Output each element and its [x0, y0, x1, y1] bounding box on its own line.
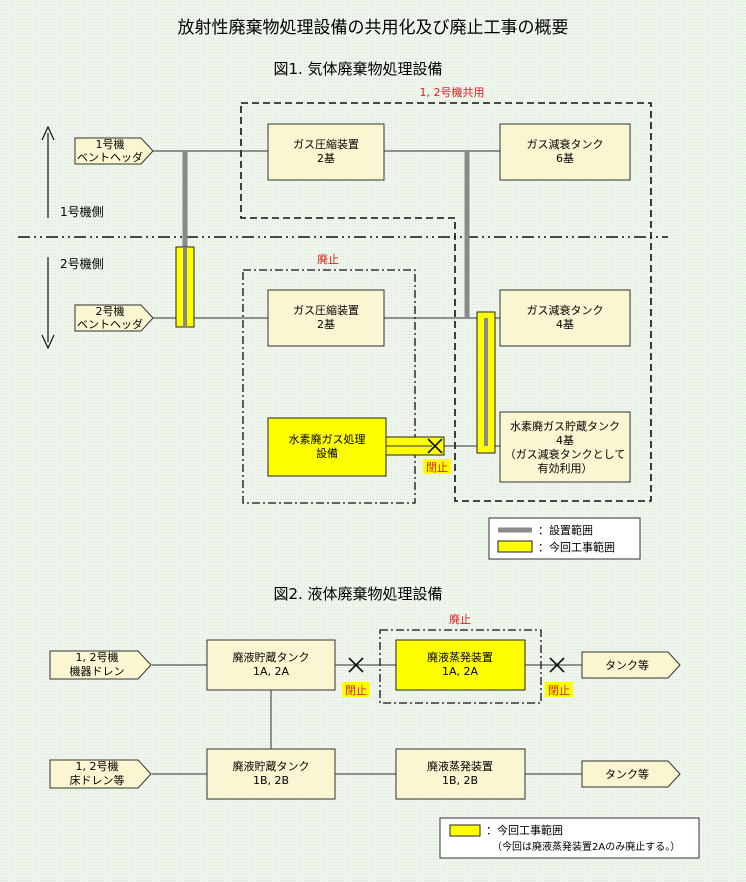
- svg-text:有効利用）: 有効利用）: [538, 461, 593, 475]
- waste-tank-a: 廃液貯蔵タンク 1A, 2A: [206, 639, 336, 691]
- gas-decay-tank-6: ガス減衰タンク 6基: [499, 123, 631, 181]
- shared-region-outline: [240, 102, 652, 502]
- closure-mark-icon: [348, 657, 364, 673]
- svg-text:水素廃ガス貯蔵タンク: 水素廃ガス貯蔵タンク: [510, 419, 620, 433]
- closure-label-bg: [342, 682, 370, 697]
- svg-text:2基: 2基: [317, 152, 335, 165]
- abolished-region-outline: [242, 269, 416, 504]
- svg-text:廃液貯蔵タンク: 廃液貯蔵タンク: [233, 650, 310, 664]
- svg-text:1, 2号機: 1, 2号機: [76, 650, 119, 664]
- unit2-side-label: 2号機側: [60, 256, 104, 271]
- page-title: 放射性廃棄物処理設備の共用化及び廃止工事の概要: [178, 18, 569, 38]
- h2-gas-storage-tank: 水素廃ガス貯蔵タンク 4基 （ガス減衰タンクとして 有効利用）: [499, 411, 631, 483]
- svg-text:6基: 6基: [556, 152, 574, 165]
- svg-text:：今回工事範囲: ：今回工事範囲: [486, 823, 563, 837]
- svg-text:1B, 2B: 1B, 2B: [442, 774, 478, 787]
- shared-label: 1, 2号機共用: [420, 85, 485, 99]
- evaporator-a: 廃液蒸発装置 1A, 2A: [395, 639, 526, 691]
- gas-compressor-shared: ガス圧縮装置 2基: [267, 123, 385, 181]
- svg-text:機器ドレン: 機器ドレン: [70, 664, 125, 678]
- abolished-label-fig2: 廃止: [449, 612, 471, 626]
- work-legend-swatch: [449, 824, 481, 837]
- svg-text:タンク等: タンク等: [605, 767, 649, 781]
- svg-text:：設置範囲: ：設置範囲: [538, 523, 593, 537]
- closure-label-left: 閉止: [345, 684, 367, 697]
- svg-text:廃液蒸発装置: 廃液蒸発装置: [427, 759, 493, 773]
- svg-text:廃液蒸発装置: 廃液蒸発装置: [427, 650, 493, 664]
- svg-text:4基: 4基: [556, 434, 574, 447]
- svg-text:（今回は廃液蒸発装置2Aのみ廃止する。）: （今回は廃液蒸発装置2Aのみ廃止する。）: [492, 840, 680, 853]
- svg-text:：今回工事範囲: ：今回工事範囲: [538, 540, 615, 554]
- fig2-legend: ：今回工事範囲 （今回は廃液蒸発装置2Aのみ廃止する。）: [439, 817, 700, 859]
- waste-tank-b: 廃液貯蔵タンク 1B, 2B: [206, 748, 336, 800]
- svg-text:2号機: 2号機: [96, 304, 125, 318]
- closure-mark-icon: [549, 657, 565, 673]
- fig2-title: 図2. 液体廃棄物処理設備: [273, 585, 442, 603]
- svg-text:1A, 2A: 1A, 2A: [442, 665, 479, 678]
- up-arrow-icon: [41, 125, 55, 141]
- svg-text:（ガス減衰タンクとして: （ガス減衰タンクとして: [505, 447, 626, 461]
- svg-text:水素廃ガス処理: 水素廃ガス処理: [289, 432, 366, 446]
- work-legend-swatch: [497, 540, 533, 553]
- outlet-tanks-2: タンク等: [581, 760, 681, 788]
- closure-mark-icon: [427, 438, 443, 454]
- source-floor-drain: 1, 2号機 床ドレン等: [49, 759, 152, 789]
- svg-text:設備: 設備: [316, 446, 338, 460]
- fig1-legend: ：設置範囲 ：今回工事範囲: [488, 517, 641, 560]
- closure-label-right: 閉止: [548, 684, 570, 697]
- svg-text:1B, 2B: 1B, 2B: [253, 774, 289, 787]
- down-arrow-icon: [41, 334, 55, 350]
- svg-text:1A, 2A: 1A, 2A: [253, 665, 290, 678]
- svg-text:廃液貯蔵タンク: 廃液貯蔵タンク: [233, 759, 310, 773]
- svg-text:ベントヘッダ: ベントヘッダ: [77, 317, 143, 331]
- closure-label-bg: [423, 459, 451, 474]
- abolished-label: 廃止: [317, 252, 339, 266]
- svg-text:2基: 2基: [317, 318, 335, 331]
- svg-text:ガス圧縮装置: ガス圧縮装置: [293, 303, 359, 317]
- gas-compressor-abolished: ガス圧縮装置 2基: [267, 289, 385, 347]
- svg-text:タンク等: タンク等: [605, 658, 649, 672]
- svg-text:4基: 4基: [556, 318, 574, 331]
- svg-text:床ドレン等: 床ドレン等: [70, 773, 125, 787]
- unit1-vent-header: 1号機 ベントヘッダ: [74, 137, 154, 165]
- svg-text:1号機: 1号機: [96, 137, 125, 151]
- outlet-tanks-1: タンク等: [581, 651, 681, 679]
- svg-text:ガス減衰タンク: ガス減衰タンク: [527, 303, 604, 317]
- svg-text:ガス減衰タンク: ガス減衰タンク: [527, 137, 604, 151]
- closure-label: 閉止: [426, 461, 448, 474]
- svg-text:1, 2号機: 1, 2号機: [76, 759, 119, 773]
- abolished-region-outline-fig2: [379, 629, 542, 704]
- gas-decay-tank-4: ガス減衰タンク 4基: [499, 289, 631, 347]
- h2-gas-processing-unit: 水素廃ガス処理 設備: [267, 417, 387, 477]
- unit1-side-label: 1号機側: [60, 204, 104, 219]
- source-equipment-drain: 1, 2号機 機器ドレン: [49, 650, 152, 680]
- evaporator-b: 廃液蒸発装置 1B, 2B: [395, 748, 526, 800]
- closure-label-bg: [545, 682, 573, 697]
- unit2-vent-header: 2号機 ベントヘッダ: [74, 304, 154, 332]
- svg-text:ガス圧縮装置: ガス圧縮装置: [293, 137, 359, 151]
- fig1-title: 図1. 気体廃棄物処理設備: [273, 60, 442, 78]
- svg-text:ベントヘッダ: ベントヘッダ: [77, 150, 143, 164]
